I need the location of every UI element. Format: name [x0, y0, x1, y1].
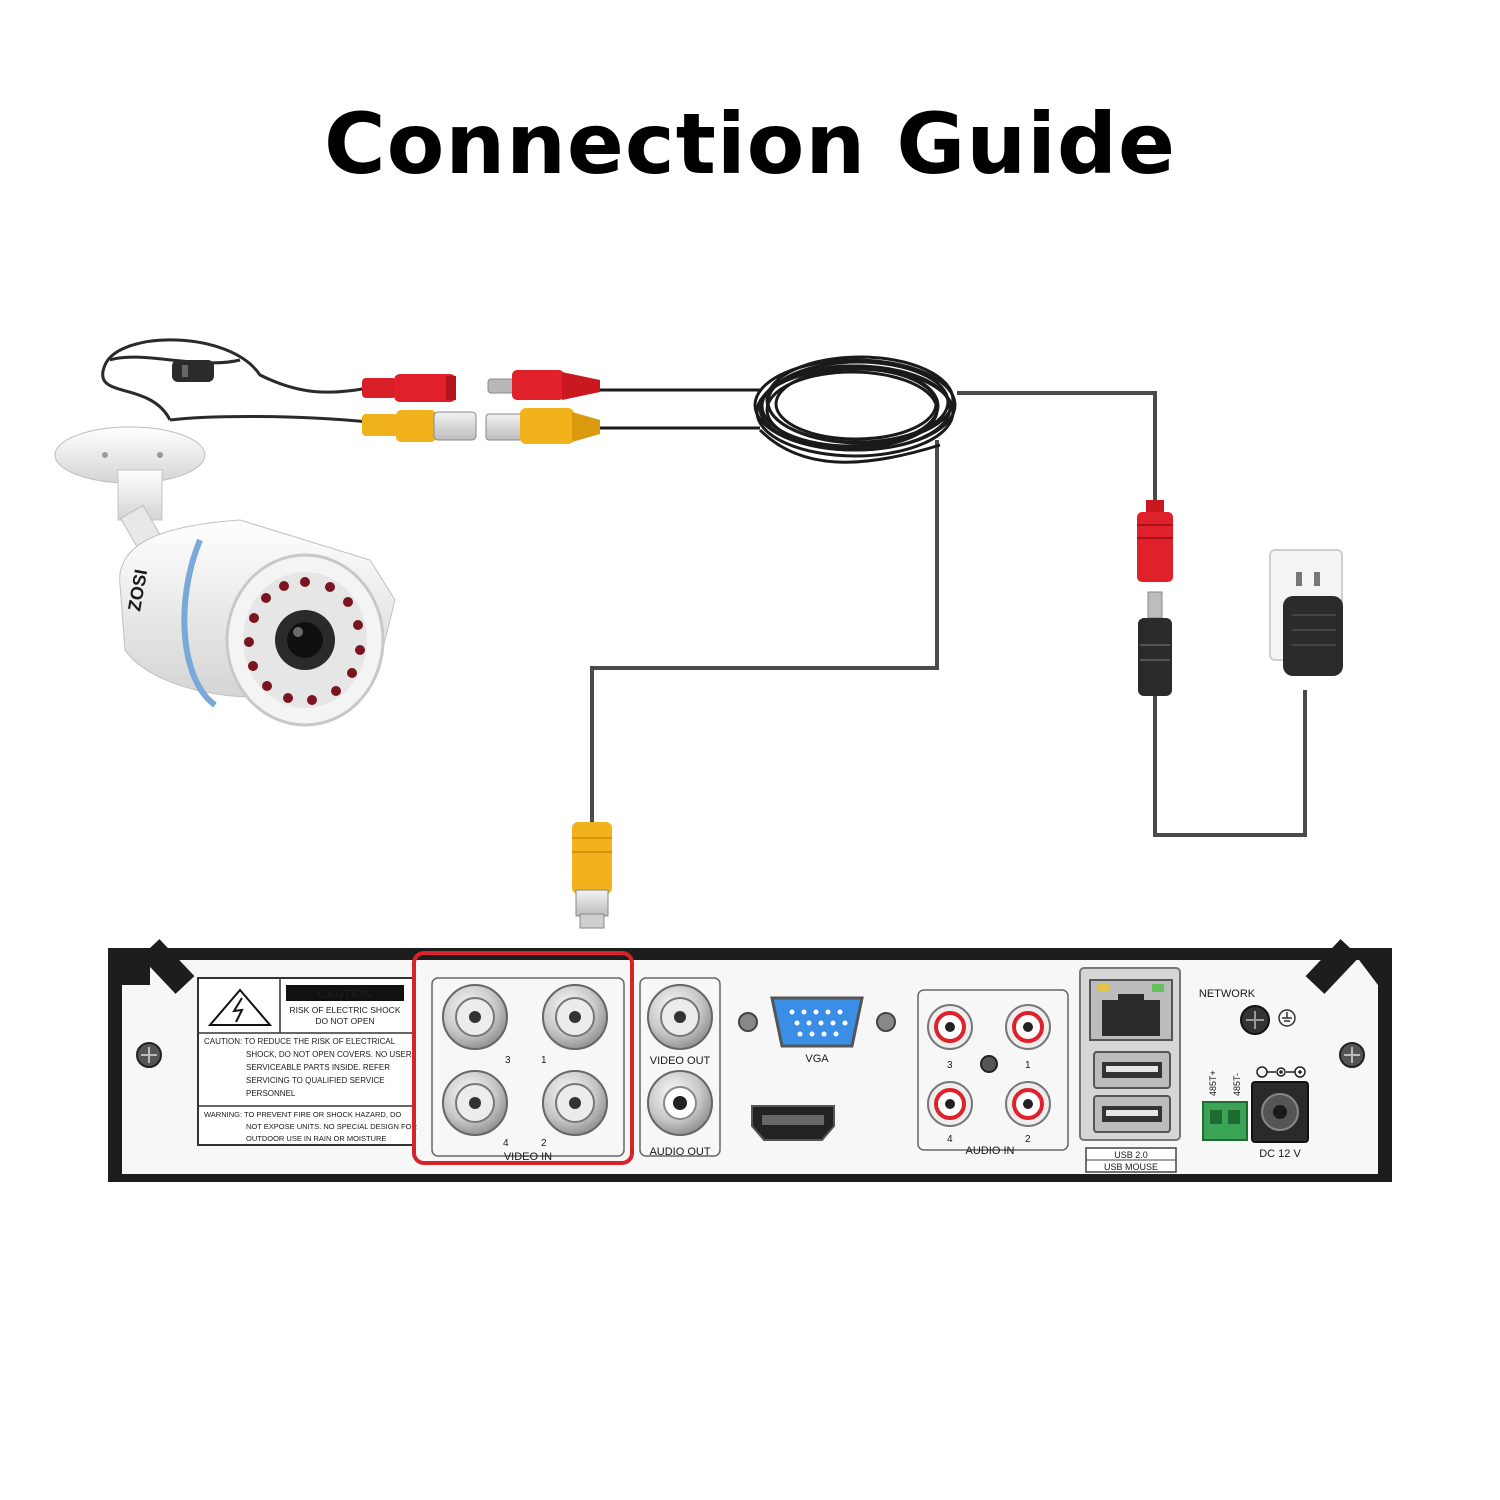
inline-button	[172, 360, 214, 382]
bnc-port-2	[542, 1070, 608, 1136]
video-in-group: 3 1 4 2 VIDEO IN	[431, 977, 625, 1163]
warning-line-2: NOT EXPOSE UNITS. NO SPECIAL DESIGN FOR	[246, 1122, 417, 1131]
power-cable-line	[957, 391, 1157, 505]
caution-sub2: DO NOT OPEN	[315, 1016, 374, 1026]
rca-port-2	[1005, 1081, 1051, 1127]
caution-label: CAUTION RISK OF ELECTRIC SHOCK DO NOT OP…	[197, 977, 417, 1146]
rs485-terminal: 485T+ 485T-	[1202, 1070, 1248, 1141]
caution-line-5: PERSONNEL	[246, 1089, 296, 1098]
bnc-port-1	[542, 984, 608, 1050]
video-in-port-4-label: 4	[503, 1138, 509, 1149]
video-out-label: VIDEO OUT	[650, 1055, 711, 1067]
camera-bnc-female-plug	[362, 410, 477, 442]
network-label: NETWORK	[1199, 988, 1256, 1000]
rca-port-1	[1005, 1004, 1051, 1050]
camera-pigtail	[101, 338, 369, 424]
rs485-minus-label: 485T-	[1232, 1073, 1242, 1096]
page-title: Connection Guide	[323, 95, 1177, 193]
hdmi-port	[751, 1105, 835, 1141]
video-out-port: VIDEO OUT	[639, 977, 721, 1157]
rca-port-3	[927, 1004, 973, 1050]
video-in-port-2-label: 2	[541, 1138, 547, 1149]
coiled-extension-cable	[600, 355, 957, 464]
audio-in-label: AUDIO IN	[966, 1145, 1015, 1157]
adapter-cable-line	[1153, 690, 1307, 837]
rca-port-4	[927, 1081, 973, 1127]
warning-line-3: OUTDOOR USE IN RAIN OR MOISTURE	[246, 1134, 386, 1143]
adapter-dc-female-plug	[1137, 500, 1173, 582]
usb-port-2	[1093, 1095, 1171, 1133]
audio-in-port-1-label: 1	[1025, 1060, 1031, 1071]
video-cable-line	[590, 440, 939, 825]
audio-in-port-3-label: 3	[947, 1060, 953, 1071]
ir-led-ring-icon	[244, 577, 365, 705]
electric-hazard-icon	[207, 988, 273, 1026]
usb-port-1	[1093, 1051, 1171, 1089]
caution-line-4: SERVICING TO QUALIFIED SERVICE	[246, 1076, 385, 1085]
audio-out-label: AUDIO OUT	[649, 1146, 710, 1158]
vga-port: VGA	[738, 996, 896, 1065]
usb-label-1: USB 2.0	[1114, 1150, 1148, 1160]
usb-label-2: USB MOUSE	[1104, 1162, 1158, 1172]
camera-dc-female-plug	[362, 374, 456, 402]
caution-line-2: SHOCK, DO NOT OPEN COVERS. NO USER	[246, 1050, 412, 1059]
network-usb-block: USB 2.0 USB MOUSE	[1079, 967, 1181, 1173]
audio-in-port-2-label: 2	[1025, 1134, 1031, 1145]
video-in-port-3-label: 3	[505, 1055, 511, 1066]
polarity-icon	[1256, 1066, 1306, 1078]
bullet-camera: ZOSI	[54, 426, 396, 727]
cable-bnc-male-plug	[485, 408, 600, 444]
adapter-dc-male-plug	[1138, 591, 1172, 696]
caution-heading: CAUTION	[318, 987, 373, 1001]
ground-screw-icon	[1240, 1005, 1296, 1035]
wiring	[590, 391, 1307, 837]
caution-line-1: CAUTION: TO REDUCE THE RISK OF ELECTRICA…	[204, 1037, 396, 1046]
rs485-plus-label: 485T+	[1208, 1070, 1218, 1096]
audio-out-port: AUDIO OUT	[647, 1070, 713, 1158]
dvr-bnc-male-plug	[572, 822, 612, 929]
video-in-highlight-box	[412, 951, 634, 1165]
audio-in-group: 3 1 4 2 AUDIO IN	[917, 989, 1069, 1157]
warning-line-1: WARNING: TO PREVENT FIRE OR SHOCK HAZARD…	[204, 1110, 401, 1119]
ethernet-port	[1089, 979, 1173, 1041]
video-in-port-1-label: 1	[541, 1055, 547, 1066]
bnc-port-4	[442, 1070, 508, 1136]
bnc-port-3	[442, 984, 508, 1050]
wall-outlet-with-adapter-icon	[1269, 549, 1343, 676]
dvr-unit: CAUTION RISK OF ELECTRIC SHOCK DO NOT OP…	[108, 939, 1392, 1182]
vga-label: VGA	[805, 1053, 829, 1065]
video-in-label: VIDEO IN	[504, 1151, 552, 1163]
cable-dc-male-plug	[487, 370, 600, 400]
caution-sub1: RISK OF ELECTRIC SHOCK	[290, 1005, 401, 1015]
dc-power-jack: DC 12 V	[1251, 1066, 1309, 1160]
audio-in-port-4-label: 4	[947, 1134, 953, 1145]
dc-power-label: DC 12 V	[1259, 1148, 1301, 1160]
caution-line-3: SERVICEABLE PARTS INSIDE. REFER	[246, 1063, 390, 1072]
